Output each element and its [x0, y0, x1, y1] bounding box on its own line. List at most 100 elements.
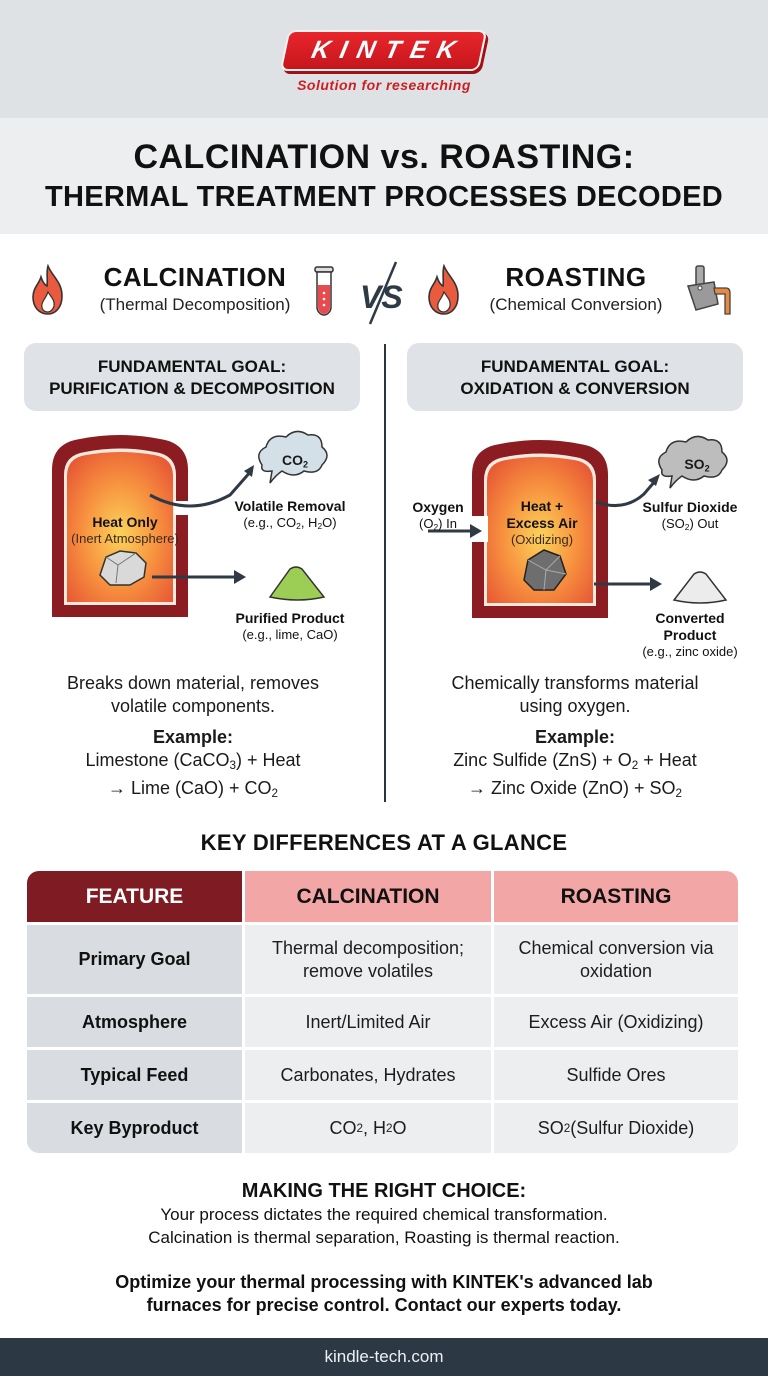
furnace-subtitle: (Inert Atmosphere) — [71, 531, 179, 546]
page-subtitle: THERMAL TREATMENT PROCESSES DECODED — [44, 181, 724, 213]
roasting-title: ROASTING — [505, 262, 647, 292]
header-roasting: ROASTING — [494, 871, 738, 922]
feature-cell: Typical Feed — [27, 1050, 242, 1100]
calcination-description: Breaks down material, removes volatile c… — [20, 672, 366, 805]
calcination-header: CALCINATION (Thermal Decomposition) — [72, 262, 318, 326]
sulfide-ore-icon — [523, 549, 567, 591]
goal-label: FUNDAMENTAL GOAL: — [97, 357, 287, 376]
footer: kindle-tech.com — [0, 1338, 768, 1376]
header-calcination: CALCINATION — [245, 871, 491, 922]
oxygen-title: Oxygen — [412, 499, 464, 515]
choice-title: MAKING THE RIGHT CHOICE: — [241, 1180, 527, 1202]
purified-product-label: Purified Product (e.g., lime, CaO) — [222, 610, 358, 643]
table-row: Primary Goal Thermal decomposition; remo… — [27, 925, 738, 994]
calcination-cell: Carbonates, Hydrates — [245, 1050, 491, 1100]
test-tube-icon — [314, 266, 334, 316]
comparison-table: FEATURE CALCINATION ROASTING Primary Goa… — [27, 871, 738, 1153]
furnace-title: Heat + — [520, 498, 564, 514]
feature-cell: Primary Goal — [27, 925, 242, 994]
call-to-action: Optimize your thermal processing with KI… — [0, 1271, 768, 1317]
co2-cloud-icon — [258, 430, 328, 484]
feature-cell: Atmosphere — [27, 997, 242, 1047]
volatile-subtitle: (e.g., CO2, H2O) — [243, 515, 337, 532]
description-line: Chemically transforms material — [451, 673, 699, 693]
page-title: CALCINATION vs. ROASTING: — [133, 138, 635, 176]
logo-badge: KINTEK — [280, 30, 488, 71]
example-equation: → Zinc Oxide (ZnO) + SO2 — [467, 777, 683, 800]
feature-cell: Key Byproduct — [27, 1103, 242, 1153]
limestone-rock-icon — [99, 550, 147, 586]
description-line: using oxygen. — [519, 696, 631, 716]
example-equation: Limestone (CaCO3) + Heat — [85, 750, 301, 772]
product-subtitle: (e.g., lime, CaO) — [242, 627, 338, 642]
product-title: Purified Product — [235, 610, 345, 626]
volatile-title: Volatile Removal — [234, 498, 346, 514]
product-subtitle: (e.g., zinc oxide) — [642, 644, 738, 659]
calcination-cell: Thermal decomposition; remove volatiles — [245, 925, 491, 994]
converted-product-label: Converted Product (e.g., zinc oxide) — [630, 610, 750, 660]
gas-subtitle: (SO2) Out — [661, 516, 719, 533]
cta-line: furnaces for precise control. Contact ou… — [146, 1295, 622, 1315]
roasting-cell: Excess Air (Oxidizing) — [494, 997, 738, 1047]
cta-line: Optimize your thermal processing with KI… — [115, 1272, 653, 1292]
description-line: Breaks down material, removes — [66, 673, 320, 693]
product-title: Converted — [655, 610, 725, 626]
table-row: Typical Feed Carbonates, Hydrates Sulfid… — [27, 1050, 738, 1100]
zinc-oxide-powder-icon — [672, 571, 728, 604]
volatile-removal-label: Volatile Removal (e.g., CO2, H2O) — [222, 498, 358, 534]
header-feature: FEATURE — [27, 871, 242, 922]
co2-cloud-label: CO2 — [281, 452, 309, 470]
furnace-subtitle: (Oxidizing) — [510, 532, 574, 547]
example-heading: Example: — [152, 727, 234, 747]
gas-title: Sulfur Dioxide — [642, 499, 738, 515]
calcination-cell: Inert/Limited Air — [245, 997, 491, 1047]
roasting-furnace-diagram — [428, 435, 728, 618]
product-title: Product — [663, 627, 717, 643]
calcination-goal-box: FUNDAMENTAL GOAL: PURIFICATION & DECOMPO… — [24, 343, 360, 411]
oxygen-in-label: Oxygen (O2) In — [406, 499, 470, 535]
calcination-subtitle: (Thermal Decomposition) — [99, 295, 291, 314]
vs-icon: VS — [360, 261, 403, 325]
choice-line: Your process dictates the required chemi… — [160, 1205, 608, 1224]
oxygen-subtitle: (O2) In — [419, 516, 457, 533]
flame-icon — [428, 264, 459, 315]
example-equation: Zinc Sulfide (ZnS) + O2 + Heat — [453, 750, 697, 772]
roasting-header: ROASTING (Chemical Conversion) — [468, 262, 684, 326]
roasting-cell: Chemical conversion via oxidation — [494, 925, 738, 994]
sulfur-dioxide-label: Sulfur Dioxide (SO2) Out — [628, 499, 752, 535]
furnace-title: Heat Only — [92, 514, 158, 530]
so2-cloud-icon — [658, 435, 728, 489]
flame-icon — [32, 264, 63, 315]
calcination-title: CALCINATION — [103, 262, 287, 292]
goal-label: FUNDAMENTAL GOAL: — [480, 357, 670, 376]
lime-powder-icon — [268, 566, 326, 601]
so2-cloud-label: SO2 — [684, 456, 710, 474]
goal-value: OXIDATION & CONVERSION — [460, 379, 690, 398]
furnace-title: Excess Air — [506, 515, 578, 531]
roasting-goal-box: FUNDAMENTAL GOAL: OXIDATION & CONVERSION — [407, 343, 743, 411]
calcination-furnace-label: Heat Only (Inert Atmosphere) — [56, 514, 194, 547]
goal-value: PURIFICATION & DECOMPOSITION — [49, 379, 335, 398]
roasting-subtitle: (Chemical Conversion) — [489, 295, 663, 314]
brand-header: KINTEK Solution for researching — [0, 0, 768, 118]
roasting-furnace-label: Heat + Excess Air (Oxidizing) — [492, 498, 592, 548]
table-row: Atmosphere Inert/Limited Air Excess Air … — [27, 997, 738, 1047]
calcination-furnace-diagram — [52, 430, 328, 617]
making-choice-section: MAKING THE RIGHT CHOICE: Your process di… — [0, 1180, 768, 1317]
example-heading: Example: — [534, 727, 616, 747]
example-equation: → Lime (CaO) + CO2 — [107, 777, 279, 800]
table-header-row: FEATURE CALCINATION ROASTING — [27, 871, 738, 922]
kintek-logo: KINTEK Solution for researching — [0, 30, 768, 93]
page-title-band: CALCINATION vs. ROASTING: THERMAL TREATM… — [0, 118, 768, 234]
crucible-pour-icon — [687, 265, 731, 315]
description-line: volatile components. — [110, 696, 276, 716]
website-link[interactable]: kindle-tech.com — [324, 1347, 444, 1366]
choice-line: Calcination is thermal separation, Roast… — [148, 1228, 620, 1247]
roasting-description: Chemically transforms material using oxy… — [402, 672, 748, 805]
column-divider — [384, 344, 386, 802]
roasting-cell: Sulfide Ores — [494, 1050, 738, 1100]
logo-tagline: Solution for researching — [297, 77, 471, 93]
